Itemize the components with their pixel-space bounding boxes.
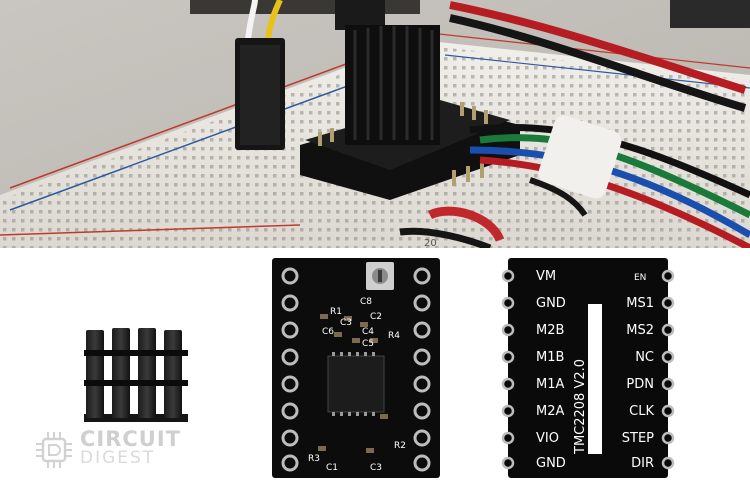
pin-label-ms2: MS2 (626, 323, 654, 338)
silk-label: C8 (360, 297, 372, 307)
breadboard-row-number: 20 (424, 238, 437, 248)
logo-text: CIRCUIT (80, 427, 181, 451)
pin-label-gnd-2: GND (536, 456, 566, 471)
logo-subtext: DIGEST (80, 448, 156, 468)
pin-label-m1b: M1B (536, 350, 564, 365)
driver-board-back: VM GND M2B M1B M1A M2A VIO GND EN MS1 MS… (501, 258, 675, 478)
pin-label-nc: NC (635, 350, 654, 365)
silk-label: R1 (330, 307, 342, 317)
pin-label-step: STEP (622, 431, 654, 446)
silk-label: C1 (326, 463, 338, 473)
silk-label: C3 (340, 318, 352, 328)
heatsink-image (84, 328, 188, 422)
silk-label: C2 (370, 312, 382, 322)
silk-label: R3 (308, 454, 320, 464)
circuit-digest-logo: CIRCUIT DIGEST (34, 428, 194, 472)
pin-label-ms1: MS1 (626, 296, 654, 311)
breadboard-photo: 20 (0, 0, 750, 248)
pin-label-vio: VIO (536, 431, 559, 446)
pin-label-dir: DIR (631, 456, 654, 471)
pin-label-m1a: M1A (536, 377, 564, 392)
pin-label-pdn: PDN (626, 377, 654, 392)
pin-label-en: EN (634, 273, 646, 283)
silk-label: C6 (322, 327, 334, 337)
pin-label-m2b: M2B (536, 323, 564, 338)
silk-label: C5 (362, 339, 374, 349)
pin-label-vm: VM (536, 269, 556, 284)
silk-label: R2 (394, 441, 406, 451)
pin-label-gnd: GND (536, 296, 566, 311)
model-text: TMC2208 V2.0 (573, 359, 588, 455)
silk-label: C3 (370, 463, 382, 473)
silk-label: R4 (388, 331, 400, 341)
pin-label-clk: CLK (629, 404, 654, 419)
pin-label-m2a: M2A (536, 404, 564, 419)
silk-label: C4 (362, 327, 374, 337)
chip-icon (36, 432, 72, 468)
driver-board-front: C6 C8 R1 C2 C3 C4 C5 R4 R2 R3 C1 C3 (272, 258, 440, 478)
